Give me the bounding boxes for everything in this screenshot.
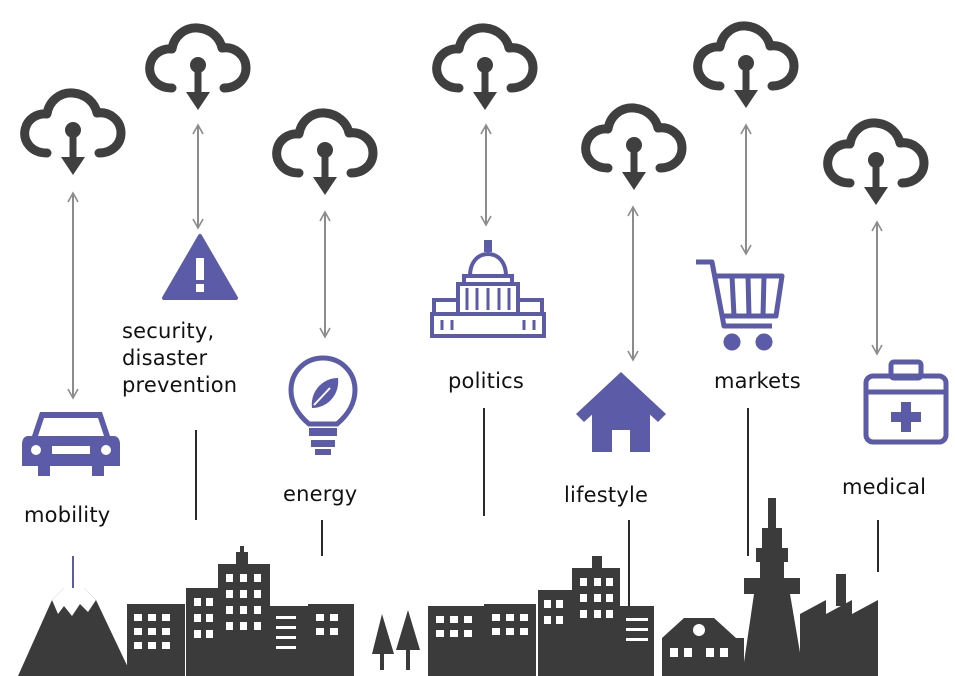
station-building [662,618,744,676]
car-icon [22,412,120,476]
cloud-download-icon [25,93,121,175]
cloud-download-icon [437,28,533,110]
cloud-download-icon [150,28,246,110]
label-mobility: mobility [24,503,111,527]
medical-kit-icon [863,359,949,445]
cloud-download-icon [277,113,373,195]
cloud-download-icon [828,123,924,205]
label-energy: energy [283,482,358,506]
label-security-line1: security, [122,319,215,343]
label-security-line3: prevention [122,373,238,397]
building-windows [134,574,728,657]
label-lifestyle: lifestyle [564,483,649,507]
capitol-building-icon [430,240,546,338]
connector-arrows [67,123,883,400]
lightbulb-leaf-icon [288,355,358,455]
trees [372,610,420,670]
cloud-download-icon [698,26,794,108]
city-skyline [18,498,878,676]
tower [742,498,804,676]
cloud-download-icon [586,108,682,190]
building-group-2 [428,556,654,676]
connector-stems [72,408,879,610]
label-security-line2: disaster [122,346,208,370]
factory [800,574,878,676]
label-markets: markets [714,369,801,393]
mountain [18,588,132,676]
label-politics: politics [448,369,525,393]
shopping-cart-icon [696,259,785,351]
label-medical: medical [842,475,927,499]
building-group-1 [127,546,354,676]
warning-icon [162,234,238,300]
label-security: security, disaster prevention [122,318,237,399]
house-icon [576,372,666,452]
